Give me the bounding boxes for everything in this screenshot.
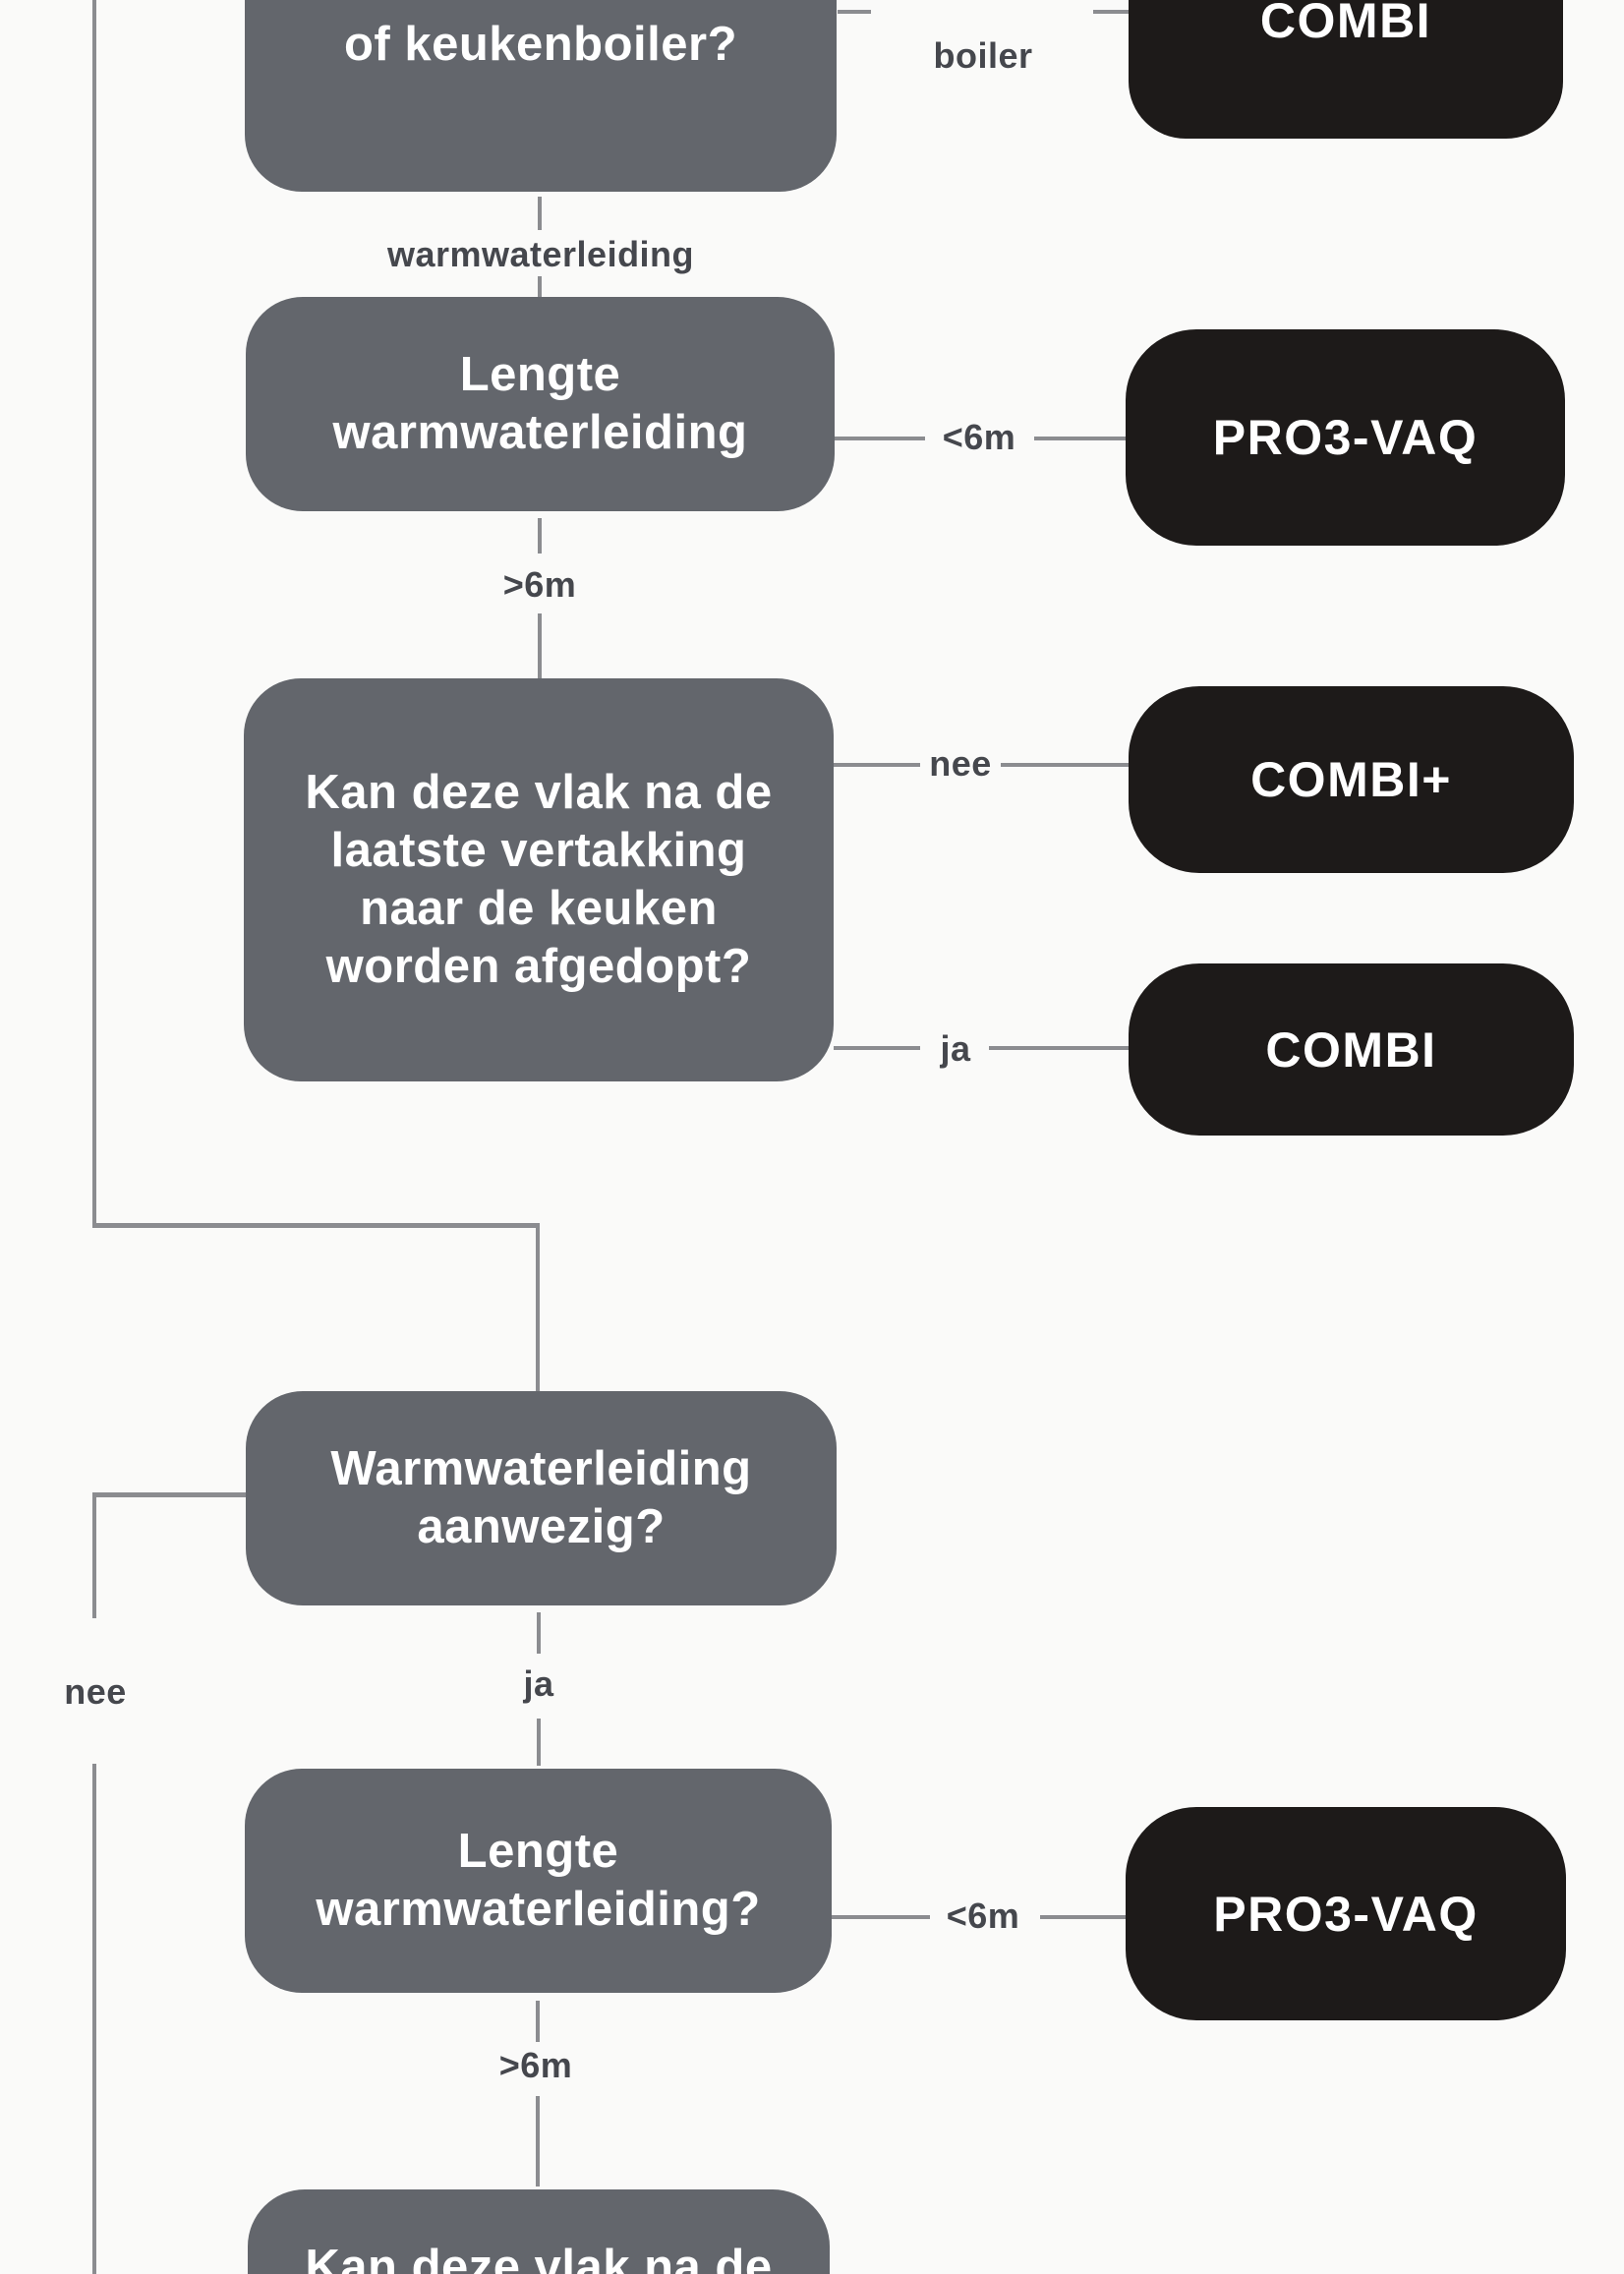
connector-gt6m-1-down-b bbox=[538, 613, 542, 678]
node-question-afdoppen-1-label: Kan deze vlak na de laatste vertakking n… bbox=[305, 766, 773, 993]
edge-label-lt6m-2: <6m bbox=[946, 1895, 1020, 1936]
connector-elbow-horizontal bbox=[92, 1223, 540, 1228]
node-question-lengte-warmwaterleiding-2: Lengte warmwaterleiding? bbox=[245, 1769, 832, 1993]
node-question-lengte-2-label: Lengte warmwaterleiding? bbox=[316, 1825, 761, 1936]
connector-lt6m-2-right bbox=[1040, 1915, 1126, 1919]
node-question-lengte-1-label: Lengte warmwaterleiding bbox=[332, 348, 748, 459]
node-product-pro3vaq-2: PRO3-VAQ bbox=[1126, 1807, 1566, 2020]
connector-nee-1-left bbox=[834, 763, 920, 767]
edge-label-ja-2: ja bbox=[523, 1663, 554, 1704]
node-question-afdoppen-2-label: Kan deze vlak na de bbox=[305, 2241, 773, 2274]
node-product-pro3vaq-2-label: PRO3-VAQ bbox=[1213, 1886, 1479, 1942]
connector-left-rail-top bbox=[92, 0, 96, 1227]
connector-gt6m-1-down-a bbox=[538, 518, 542, 554]
connector-drop-to-aanwezig bbox=[536, 1223, 540, 1395]
node-question-lengte-warmwaterleiding-1: Lengte warmwaterleiding bbox=[246, 297, 835, 511]
node-question-aanwezig-label: Warmwaterleiding aanwezig? bbox=[330, 1442, 752, 1553]
node-product-pro3vaq-1: PRO3-VAQ bbox=[1126, 329, 1565, 546]
connector-lt6m-1-left bbox=[835, 437, 925, 440]
connector-ja-1-left bbox=[834, 1046, 920, 1050]
connector-ja-2-down-b bbox=[537, 1719, 541, 1766]
connector-nee-1-right bbox=[1001, 763, 1129, 767]
connector-ja-2-down-a bbox=[537, 1612, 541, 1654]
node-question-afdoppen-1: Kan deze vlak na de laatste vertakking n… bbox=[244, 678, 834, 1081]
node-question-keukenboiler: of keukenboiler? bbox=[245, 0, 837, 192]
node-product-pro3vaq-1-label: PRO3-VAQ bbox=[1212, 410, 1479, 465]
edge-label-warmwaterleiding: warmwaterleiding bbox=[386, 234, 695, 274]
node-product-combi-top: COMBI bbox=[1129, 0, 1563, 139]
node-product-combi-top-label: COMBI bbox=[1259, 0, 1432, 48]
edge-label-gt6m-1: >6m bbox=[502, 564, 577, 605]
connector-nee-branch-horizontal bbox=[92, 1492, 248, 1497]
connector-gt6m-2-down-a bbox=[536, 2001, 540, 2042]
connector-boiler-segment-left bbox=[838, 10, 871, 14]
connector-lt6m-1-right bbox=[1034, 437, 1126, 440]
node-question-keukenboiler-label: of keukenboiler? bbox=[343, 18, 738, 72]
edge-label-lt6m-1: <6m bbox=[942, 417, 1016, 457]
edge-label-nee-1: nee bbox=[929, 743, 992, 784]
connector-nee-branch-vertical-lower bbox=[92, 1764, 96, 2274]
node-product-combi-plus-label: COMBI+ bbox=[1250, 752, 1452, 807]
edge-label-nee-2: nee bbox=[64, 1671, 127, 1712]
connector-ja-1-right bbox=[989, 1046, 1129, 1050]
connector-keukenboiler-down-a bbox=[538, 197, 542, 230]
edge-label-boiler: boiler bbox=[933, 35, 1033, 76]
node-product-combi-2: COMBI bbox=[1129, 963, 1574, 1136]
node-product-combi-plus: COMBI+ bbox=[1129, 686, 1574, 873]
edge-label-ja-1: ja bbox=[940, 1028, 971, 1069]
node-question-afdoppen-2: Kan deze vlak na de bbox=[248, 2189, 830, 2274]
connector-gt6m-2-down-b bbox=[536, 2096, 540, 2187]
connector-keukenboiler-down-b bbox=[538, 276, 542, 297]
connector-lt6m-2-left bbox=[832, 1915, 930, 1919]
node-product-combi-2-label: COMBI bbox=[1265, 1021, 1437, 1078]
connector-boiler-segment-right bbox=[1093, 10, 1131, 14]
node-question-warmwaterleiding-aanwezig: Warmwaterleiding aanwezig? bbox=[246, 1391, 837, 1605]
edge-label-gt6m-2: >6m bbox=[498, 2045, 573, 2085]
connector-nee-branch-vertical-upper bbox=[92, 1492, 96, 1618]
